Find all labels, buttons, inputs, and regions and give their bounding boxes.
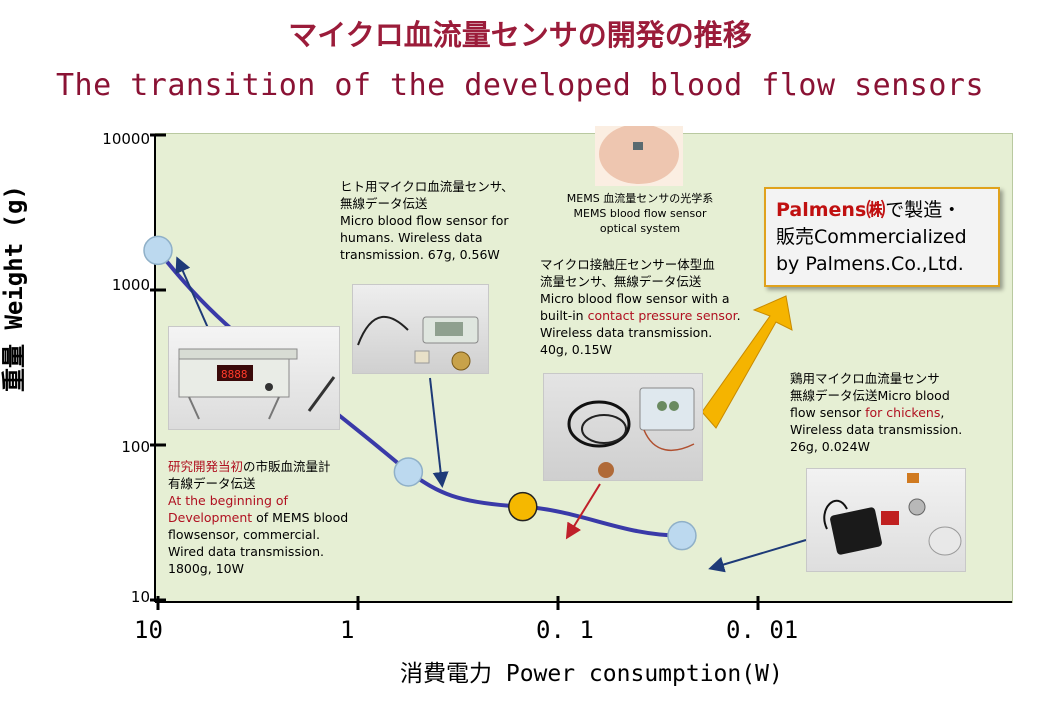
page-title-english: The transition of the developed blood fl… xyxy=(55,68,985,103)
photo-contact-pressure-sensor xyxy=(543,373,703,481)
caption-highlight: 研究開発当初 xyxy=(168,459,244,474)
callout-text: で製造・ xyxy=(885,199,962,221)
y-tick-label: 100 xyxy=(121,438,150,456)
x-tick-label: 10 xyxy=(134,616,163,644)
caption-text: , Wireless data transmission. 26g, 0.024… xyxy=(790,405,963,454)
page-title-japanese: マイクロ血流量センサの開発の推移 xyxy=(288,18,752,52)
caption-text: マイクロ接触圧センサー体型血 流量センサ、無線データ伝送 Micro blood… xyxy=(540,257,730,323)
photo-chicken-sensor xyxy=(806,468,966,572)
y-tick-label: 1000 xyxy=(111,276,150,294)
axes xyxy=(150,133,1012,610)
photo-human-sensor xyxy=(352,284,489,374)
caption-text: of MEMS blood flowsensor, commercial. Wi… xyxy=(168,510,349,576)
callout-text: by Palmens.Co.,Ltd. xyxy=(776,253,964,275)
caption-optical-system: MEMS 血流量センサの光学系 MEMS blood flow sensor o… xyxy=(566,192,714,235)
data-point xyxy=(667,520,697,551)
commercialized-callout: Palmens㈱で製造・ 販売Commercialized by Palmens… xyxy=(764,187,1000,287)
data-point xyxy=(393,457,424,487)
caption-highlight: for chickens xyxy=(865,405,941,420)
caption-text: の市販血流量計 有線データ伝送 xyxy=(168,459,331,491)
caption-chicken-sensor: 鶏用マイクロ血流量センサ 無線データ伝送Micro blood flow sen… xyxy=(790,370,1010,455)
company-name: Palmens㈱ xyxy=(776,199,886,221)
svg-text:8888: 8888 xyxy=(221,368,248,381)
caption-highlight: At the beginning of Development xyxy=(168,493,288,525)
x-axis-label: 消費電力 Power consumption(W) xyxy=(400,661,783,687)
annotation-arrows xyxy=(175,256,807,573)
arrow-to-first-point xyxy=(175,256,209,329)
data-points xyxy=(143,235,697,551)
caption-human-sensor: ヒト用マイクロ血流量センサ、 無線データ伝送 Micro blood flow … xyxy=(340,179,514,262)
x-tick-label: 0. 1 xyxy=(536,616,594,644)
caption-highlight: contact pressure sensor xyxy=(587,308,737,323)
arrow-to-contact-point xyxy=(565,483,601,540)
highlighted-data-point xyxy=(508,491,538,522)
commercialization-arrow xyxy=(701,295,793,429)
photo-commercial-flowmeter: 8888 xyxy=(168,326,340,430)
photo-optical-system xyxy=(595,126,683,186)
caption-contact-pressure-sensor: マイクロ接触圧センサー体型血 流量センサ、無線データ伝送 Micro blood… xyxy=(540,256,775,358)
callout-text: 販売Commercialized xyxy=(776,226,967,248)
x-tick-label: 0. 01 xyxy=(726,616,799,644)
data-point xyxy=(143,235,173,266)
y-tick-label: 10000 xyxy=(102,130,150,148)
y-tick-label: 10 xyxy=(130,588,150,606)
caption-text: . Wireless data transmission. 40g, 0.15W xyxy=(540,308,741,357)
y-axis-label: 重量 Weight (g) xyxy=(0,185,28,392)
caption-first-development: 研究開発当初の市販血流量計 有線データ伝送 At the beginning o… xyxy=(168,458,378,577)
arrow-to-chicken-point xyxy=(708,539,807,573)
caption-text: 鶏用マイクロ血流量センサ 無線データ伝送Micro blood flow sen… xyxy=(790,371,950,420)
x-tick-label: 1 xyxy=(340,616,355,644)
arrow-to-human-point xyxy=(429,377,449,488)
